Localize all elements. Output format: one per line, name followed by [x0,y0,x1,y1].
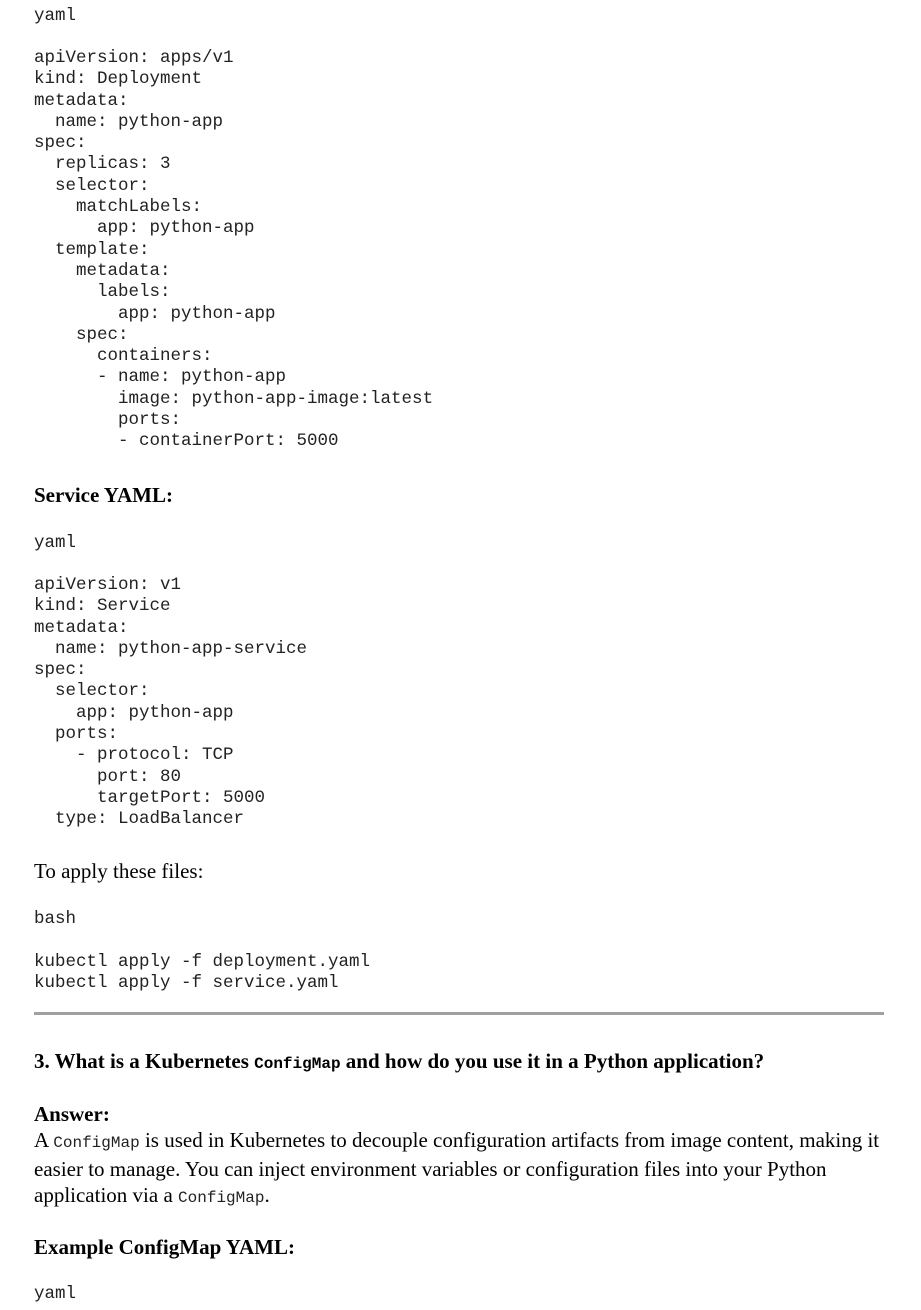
inline-code: ConfigMap [53,1134,140,1152]
code-language-label: yaml [34,6,77,26]
code-language-label: yaml [34,533,77,553]
example-configmap-heading: Example ConfigMap YAML: [34,1235,295,1259]
answer-text: A [34,1128,54,1152]
question-text: and how do you use it in a Python applic… [340,1049,765,1073]
answer-text: . [264,1183,270,1207]
apply-instructions: To apply these files: [34,859,204,883]
inline-code: ConfigMap [254,1055,341,1073]
code-language-label: bash [34,909,77,929]
deployment-yaml-code: apiVersion: apps/v1 kind: Deployment met… [34,48,434,452]
question-heading: 3. What is a Kubernetes ConfigMap and ho… [34,1048,764,1077]
service-yaml-code: apiVersion: v1 kind: Service metadata: n… [34,575,308,830]
kubectl-apply-code: kubectl apply -f deployment.yaml kubectl… [34,952,371,994]
answer-label: Answer: [34,1102,110,1126]
section-divider [34,1012,884,1015]
question-text: 3. What is a Kubernetes [34,1049,255,1073]
inline-code: ConfigMap [178,1189,265,1207]
answer-paragraph: A ConfigMap is used in Kubernetes to dec… [34,1127,886,1211]
code-language-label: yaml [34,1284,77,1304]
answer-text: is used in Kubernetes to decouple config… [34,1128,880,1207]
service-yaml-heading: Service YAML: [34,483,173,507]
